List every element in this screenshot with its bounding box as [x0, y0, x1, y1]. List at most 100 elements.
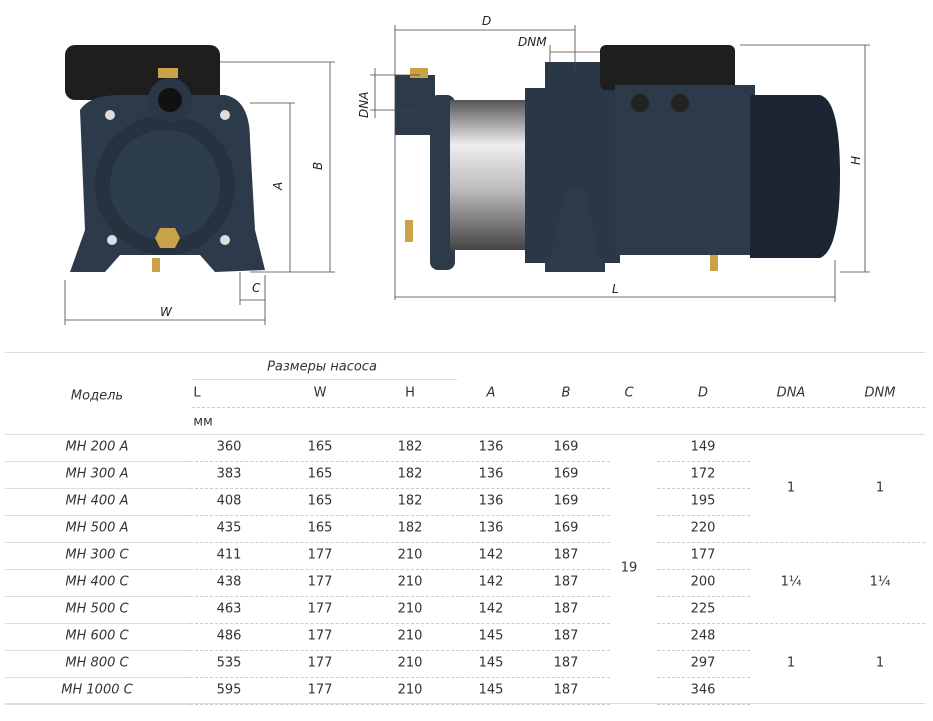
header-DNA: DNA	[776, 385, 806, 401]
cell-D: 220	[690, 520, 716, 536]
cell-D: 200	[690, 574, 716, 590]
model-cell: MH 1000 C	[61, 682, 133, 698]
cell-H: 210	[397, 601, 423, 617]
cell-DNM: 1	[875, 655, 885, 671]
cell-H: 210	[397, 547, 423, 563]
cell-DNA: 1	[786, 480, 796, 496]
cell-W: 165	[307, 520, 333, 536]
cell-W: 177	[307, 547, 333, 563]
cell-W: 165	[307, 439, 333, 455]
cell-L: 383	[216, 466, 242, 482]
label-B: B	[311, 162, 325, 170]
side-view-pump	[395, 45, 840, 272]
pump-drawing: W A B C	[64, 14, 870, 325]
cell-A: 145	[478, 628, 504, 644]
table-divider	[5, 461, 190, 462]
cell-B: 169	[553, 520, 579, 536]
cell-D: 177	[690, 547, 716, 563]
header-A: A	[486, 385, 496, 401]
cell-L: 438	[216, 574, 242, 590]
model-cell: MH 300 C	[65, 547, 129, 563]
table-divider	[192, 379, 457, 380]
table-divider	[5, 596, 190, 597]
cell-D: 346	[690, 682, 716, 698]
table-divider	[5, 623, 190, 624]
table-divider	[657, 704, 750, 705]
cell-H: 210	[397, 628, 423, 644]
header-L: L	[193, 385, 201, 401]
cell-D: 248	[690, 628, 716, 644]
cell-A: 136	[478, 439, 504, 455]
cell-B: 187	[553, 682, 579, 698]
cell-H: 182	[397, 439, 423, 455]
table-divider	[190, 704, 610, 705]
label-W: W	[160, 305, 173, 319]
table-divider	[5, 677, 190, 678]
cell-A: 136	[478, 466, 504, 482]
cell-W: 177	[307, 601, 333, 617]
cell-L: 435	[216, 520, 242, 536]
header-DNM: DNM	[864, 385, 896, 401]
cell-D: 172	[690, 466, 716, 482]
group-header: Размеры насоса	[267, 359, 377, 375]
cell-DNA: 1¼	[780, 574, 802, 590]
table-divider	[190, 596, 610, 597]
cell-B: 187	[553, 547, 579, 563]
table-divider	[5, 704, 190, 705]
table-divider	[190, 461, 610, 462]
cell-B: 169	[553, 466, 579, 482]
header-B: B	[561, 385, 571, 401]
cell-DNM: 1	[875, 480, 885, 496]
cell-D: 297	[690, 655, 716, 671]
cell-W: 165	[307, 493, 333, 509]
cell-B: 187	[553, 655, 579, 671]
cell-D: 195	[690, 493, 716, 509]
cell-W: 177	[307, 682, 333, 698]
table-divider	[5, 488, 190, 489]
model-cell: MH 200 A	[65, 439, 129, 455]
cell-B: 187	[553, 628, 579, 644]
table-divider	[657, 542, 750, 543]
cell-H: 182	[397, 493, 423, 509]
label-A: A	[271, 182, 285, 191]
label-D: D	[482, 14, 491, 28]
table-divider	[5, 569, 190, 570]
table-divider	[190, 623, 610, 624]
unit-label: мм	[193, 414, 213, 430]
cell-L: 411	[216, 547, 242, 563]
front-view-pump	[65, 45, 265, 272]
model-cell: MH 500 C	[65, 601, 129, 617]
cell-C: 19	[620, 560, 638, 576]
table-divider	[657, 596, 750, 597]
cell-W: 165	[307, 466, 333, 482]
table-divider	[190, 542, 610, 543]
header-model: Модель	[70, 388, 124, 404]
label-C: C	[252, 281, 261, 295]
model-cell: MH 400 C	[65, 574, 129, 590]
table-divider	[192, 407, 925, 408]
cell-B: 169	[553, 493, 579, 509]
cell-DNA: 1	[786, 655, 796, 671]
model-cell: MH 500 A	[65, 520, 129, 536]
label-DNA: DNA	[357, 92, 371, 118]
table-divider	[190, 677, 610, 678]
cell-A: 136	[478, 493, 504, 509]
cell-A: 142	[478, 574, 504, 590]
cell-A: 136	[478, 520, 504, 536]
cell-L: 595	[216, 682, 242, 698]
cell-W: 177	[307, 628, 333, 644]
table-divider	[5, 703, 925, 704]
header-D: D	[697, 385, 709, 401]
cell-B: 169	[553, 439, 579, 455]
label-H: H	[849, 156, 863, 165]
header-W: W	[313, 385, 327, 401]
cell-DNM: 1¼	[869, 574, 891, 590]
label-L: L	[612, 282, 619, 296]
cell-L: 360	[216, 439, 242, 455]
cell-W: 177	[307, 655, 333, 671]
cell-B: 187	[553, 601, 579, 617]
table-divider	[657, 677, 750, 678]
table-divider	[5, 434, 925, 435]
table-divider	[750, 542, 925, 543]
